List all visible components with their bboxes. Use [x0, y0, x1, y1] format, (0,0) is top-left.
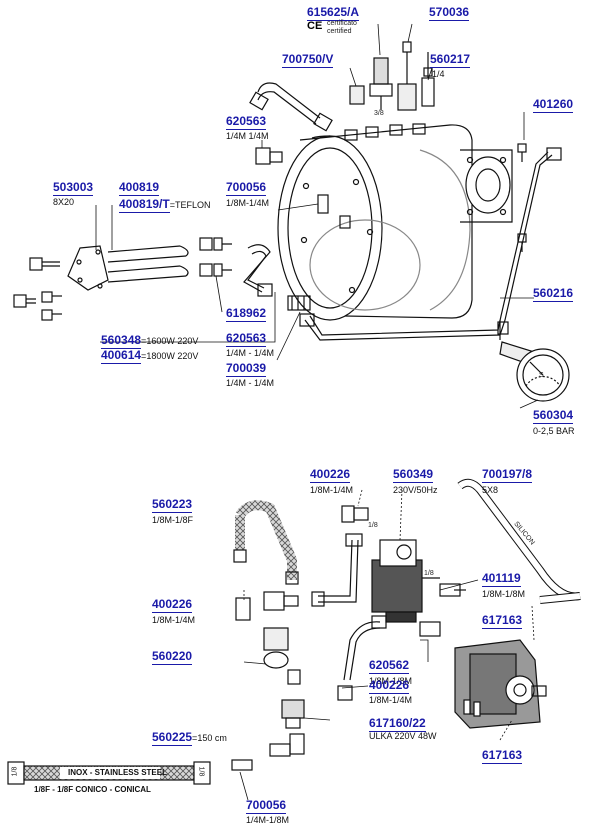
heating-element	[67, 245, 189, 291]
hose-band: INOX - STAINLESS STEEL	[68, 768, 167, 777]
label-700750: 700750/V	[282, 52, 334, 68]
steam-pipe	[249, 82, 333, 132]
desc-503003: 8X20	[53, 197, 75, 207]
screws	[13, 257, 62, 321]
elbow-fitting	[255, 147, 283, 165]
pump-pipe	[337, 615, 441, 701]
label-400819t: 400819/T	[119, 197, 170, 213]
label-700056-a: 700056	[226, 180, 267, 196]
eq-400819t: =	[169, 200, 175, 210]
desc-560217: 1/4	[432, 69, 445, 79]
note-3-8: 3/8	[374, 110, 384, 117]
desc-560349: 230V/50Hz	[393, 485, 438, 495]
label-401119: 401119	[482, 571, 521, 587]
desc-400614: 1800W 220V	[146, 351, 199, 361]
label-560217: 560217	[430, 52, 471, 68]
note-401119: 1/8	[424, 570, 434, 577]
cert-en: certified	[327, 28, 352, 35]
cert-it: certificato	[327, 20, 357, 27]
hose-end-left: 1/8	[11, 766, 19, 777]
leader-lines	[95, 23, 539, 801]
label-617163-a: 617163	[482, 613, 523, 629]
solenoid-valve	[371, 539, 440, 623]
label-617160: 617160/22	[369, 716, 426, 732]
label-620562: 620562	[369, 658, 410, 674]
eq-560225: =	[192, 733, 198, 743]
label-617163-b: 617163	[482, 748, 523, 764]
label-400614-group: 400614=1800W 220V	[101, 346, 198, 364]
desc-700197: 5X8	[482, 485, 499, 495]
desc-400226-b: 1/8M-1/4M	[152, 615, 196, 625]
label-503003: 503003	[53, 180, 94, 196]
desc-620563-a: 1/4M 1/4M	[226, 131, 269, 141]
label-700056-b: 700056	[246, 798, 287, 814]
label-615625: 615625/A	[307, 5, 360, 21]
fittings-column	[231, 591, 305, 771]
desc-700039: 1/4M - 1/4M	[226, 378, 275, 388]
ce-mark: CE	[307, 20, 323, 32]
label-570036: 570036	[429, 5, 470, 21]
label-560225-group: 560225=150 cm	[152, 728, 227, 746]
gauge-pipe	[299, 147, 562, 341]
eq-560348: =	[141, 336, 147, 346]
label-560349: 560349	[393, 467, 434, 483]
label-560348: 560348	[101, 333, 142, 349]
label-400226-a: 400226	[310, 467, 351, 483]
desc-560223: 1/8M-1/8F	[152, 515, 194, 525]
label-560223: 560223	[152, 497, 193, 513]
desc-560225: 150 cm	[197, 733, 227, 743]
pressure-gauge	[497, 321, 570, 402]
drain-fitting	[287, 295, 311, 311]
elbow-top	[341, 505, 369, 523]
pressure-switch	[397, 41, 417, 111]
braided-tube	[233, 500, 299, 585]
lower-pipe	[243, 244, 273, 297]
label-618962: 618962	[226, 306, 267, 322]
label-700197: 700197/8	[482, 467, 533, 483]
desc-401119: 1/8M-1/8M	[482, 589, 526, 599]
desc-617160: ULKA 220V 48W	[369, 731, 437, 741]
desc-620563-b: 1/4M - 1/4M	[226, 348, 275, 358]
ulka-pump	[454, 639, 547, 729]
label-700039: 700039	[226, 361, 267, 377]
desc-400819t: TEFLON	[174, 200, 211, 210]
label-401260: 401260	[533, 97, 574, 113]
label-400226-c: 400226	[369, 678, 410, 694]
label-400819t-group: 400819/T=TEFLON	[119, 195, 211, 213]
hose-end-right: 1/8	[197, 766, 205, 777]
label-620563-b: 620563	[226, 331, 267, 347]
label-620563-a: 620563	[226, 114, 267, 130]
silicon-hose	[457, 478, 581, 604]
safety-valve	[369, 57, 393, 110]
gauge-scale: S	[539, 372, 544, 379]
straight-fitting	[439, 583, 466, 597]
label-560304: 560304	[533, 408, 574, 424]
desc-560348: 1600W 220V	[146, 336, 199, 346]
label-560220: 560220	[152, 649, 193, 665]
desc-400226-a: 1/8M-1/4M	[310, 485, 354, 495]
label-400226-b: 400226	[152, 597, 193, 613]
element-fittings	[199, 237, 232, 277]
vacuum-valve	[349, 85, 365, 105]
desc-700056-a: 1/8M-1/4M	[226, 198, 270, 208]
desc-620562: 1/8M-1/8M	[369, 676, 413, 686]
note-400226-a: 1/8	[368, 522, 378, 529]
steel-hose	[7, 761, 211, 785]
probe	[421, 52, 435, 107]
desc-700056-b: 1/4M-1/8M	[246, 815, 290, 825]
label-560225: 560225	[152, 730, 193, 746]
eq-400614: =	[141, 351, 147, 361]
label-400614: 400614	[101, 348, 142, 364]
label-400819: 400819	[119, 180, 160, 196]
desc-400226-c: 1/8M-1/4M	[369, 695, 413, 705]
label-560348-group: 560348=1600W 220V	[101, 331, 198, 349]
hose-caption: 1/8F - 1/8F CONICO - CONICAL	[34, 785, 151, 794]
valve-pipe	[311, 533, 363, 607]
label-560216: 560216	[533, 286, 574, 302]
desc-560304: 0-2,5 BAR	[533, 426, 575, 436]
boiler	[277, 123, 513, 321]
gauge-screws	[517, 143, 527, 252]
